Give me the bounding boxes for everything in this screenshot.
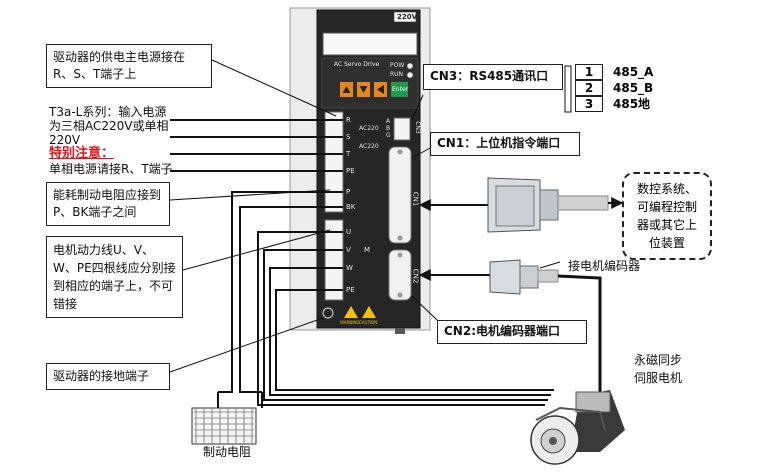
caution-triangle-icon	[362, 306, 376, 318]
terminal-bk: BK	[346, 203, 356, 211]
power-supply-callout: 驱动器的供电主电源接在R、S、T端子上	[46, 44, 212, 88]
cn3-pin-table: 1 485_A 2 485_B 3 485地	[575, 63, 654, 112]
wire-w	[269, 267, 551, 396]
pin-number: 1	[575, 63, 603, 80]
motor-power-callout: 电机动力线U、V、W、PE四根线应分别接到相应的端子上，不可错接	[46, 236, 183, 318]
brake-resistor-callout: 能耗制动电阻应接到P、BK端子之间	[46, 182, 170, 226]
leader-cn3	[411, 94, 424, 121]
leader-cn1	[411, 147, 431, 159]
motor-label-line1: 永磁同步	[634, 353, 683, 367]
arrow-down-icon	[359, 86, 368, 93]
voltage-badge-bg	[393, 11, 417, 23]
cn1-port	[388, 146, 412, 244]
cn1-callout: CN1：上位机指令端口	[430, 132, 580, 156]
brake-resistor-label: 制动电阻	[203, 445, 252, 459]
run-led	[407, 72, 413, 78]
cn1-db-connector	[487, 177, 609, 233]
encoder-leader	[539, 261, 561, 269]
pow-led	[407, 63, 413, 69]
brake-resistor	[191, 392, 263, 445]
wire-brake-p	[218, 191, 343, 393]
arrow-left-icon	[377, 85, 384, 94]
cn3-pin-table-bracket	[564, 65, 572, 113]
pin-number: 3	[575, 95, 603, 112]
terminal-v: V	[346, 246, 351, 254]
ground-callout: 驱动器的接地端子	[46, 363, 170, 390]
terminal-s: S	[346, 133, 351, 141]
button-enter-bg	[391, 82, 408, 97]
wire-v	[263, 249, 548, 401]
pin-signal: 485_A	[613, 65, 654, 79]
warning-triangle-icon	[344, 306, 358, 318]
terminal-ac220-2: AC220	[359, 143, 379, 150]
leader-cn2	[411, 295, 438, 321]
cn2-db-connector	[489, 259, 559, 295]
single-phase-note: 单相电源请接R、T端子	[49, 162, 173, 176]
pow-label: POW	[390, 62, 405, 69]
wire-pe-bottom	[275, 289, 554, 391]
cn2-screw-top	[397, 252, 403, 258]
warning-label-2: CAUTION	[359, 320, 378, 325]
terminal-p: P	[346, 188, 351, 196]
terminal-w: W	[346, 264, 353, 272]
wire-u	[257, 231, 545, 406]
warning-label-1: WARNING	[340, 320, 360, 325]
cn2-port-label: CN2	[411, 268, 420, 284]
cn1-screw-bottom	[397, 235, 403, 241]
wire-brake-bk	[239, 206, 343, 393]
t3a-note-line2: 为三相AC220V或单相	[49, 119, 169, 133]
enter-button-label[interactable]: Enter	[392, 86, 409, 93]
pin-number: 2	[575, 79, 603, 96]
host-device-box: 数控系统、可编程控制器或其它上位装置	[622, 172, 712, 260]
terminal-r: R	[346, 116, 351, 124]
pin-signal: 485地	[613, 97, 651, 111]
motor-symbol: M	[364, 246, 371, 254]
pin-signal: 485_B	[613, 81, 654, 95]
cn3-port	[393, 117, 411, 141]
pin-row-3: 3 485地	[575, 95, 653, 112]
drive-bottom-tab	[395, 328, 405, 334]
cn3-pins: A B G	[386, 118, 391, 139]
cn2-port	[388, 249, 412, 301]
cn1-screw-top	[397, 149, 403, 155]
t3a-note-line3: 220V	[49, 133, 81, 147]
encoder-label: 接电机编码器	[568, 259, 641, 273]
terminal-ac220-1: AC220	[359, 125, 379, 132]
terminal-pe-top: PE	[346, 167, 355, 175]
leader-ground	[169, 317, 324, 373]
leader-motor	[182, 229, 331, 271]
cn1-port-label: CN1	[411, 191, 420, 207]
drive-brand: AC Servo Drive	[334, 61, 380, 68]
voltage-badge: 220V	[397, 13, 418, 21]
leader-power	[211, 59, 337, 117]
cn2-screw-bottom	[397, 292, 403, 298]
cn2-callout: CN2:电机编码器端口	[437, 320, 587, 344]
cn3-callout: CN3：RS485通讯口	[423, 64, 563, 90]
terminal-strip-top	[324, 111, 344, 213]
run-label: RUN	[390, 71, 404, 78]
servo-motor-icon	[530, 390, 625, 465]
pin-row-1: 1 485_A	[575, 63, 654, 80]
arrow-up-icon	[342, 86, 351, 93]
cn3-port-label: CN3	[413, 121, 421, 134]
pin-row-2: 2 485_B	[575, 79, 654, 96]
terminal-strip-bottom	[324, 219, 344, 301]
display-screen	[322, 32, 418, 56]
special-note: 特别注意：	[49, 146, 115, 161]
motor-label-line2: 伺服电机	[634, 371, 683, 385]
t3a-note-line1: T3a-L系列：输入电源	[49, 105, 167, 119]
terminal-pe-bottom: PE	[346, 286, 355, 294]
ground-symbol-icon	[322, 307, 334, 319]
terminal-u: U	[346, 228, 352, 236]
terminal-t: T	[346, 150, 351, 158]
